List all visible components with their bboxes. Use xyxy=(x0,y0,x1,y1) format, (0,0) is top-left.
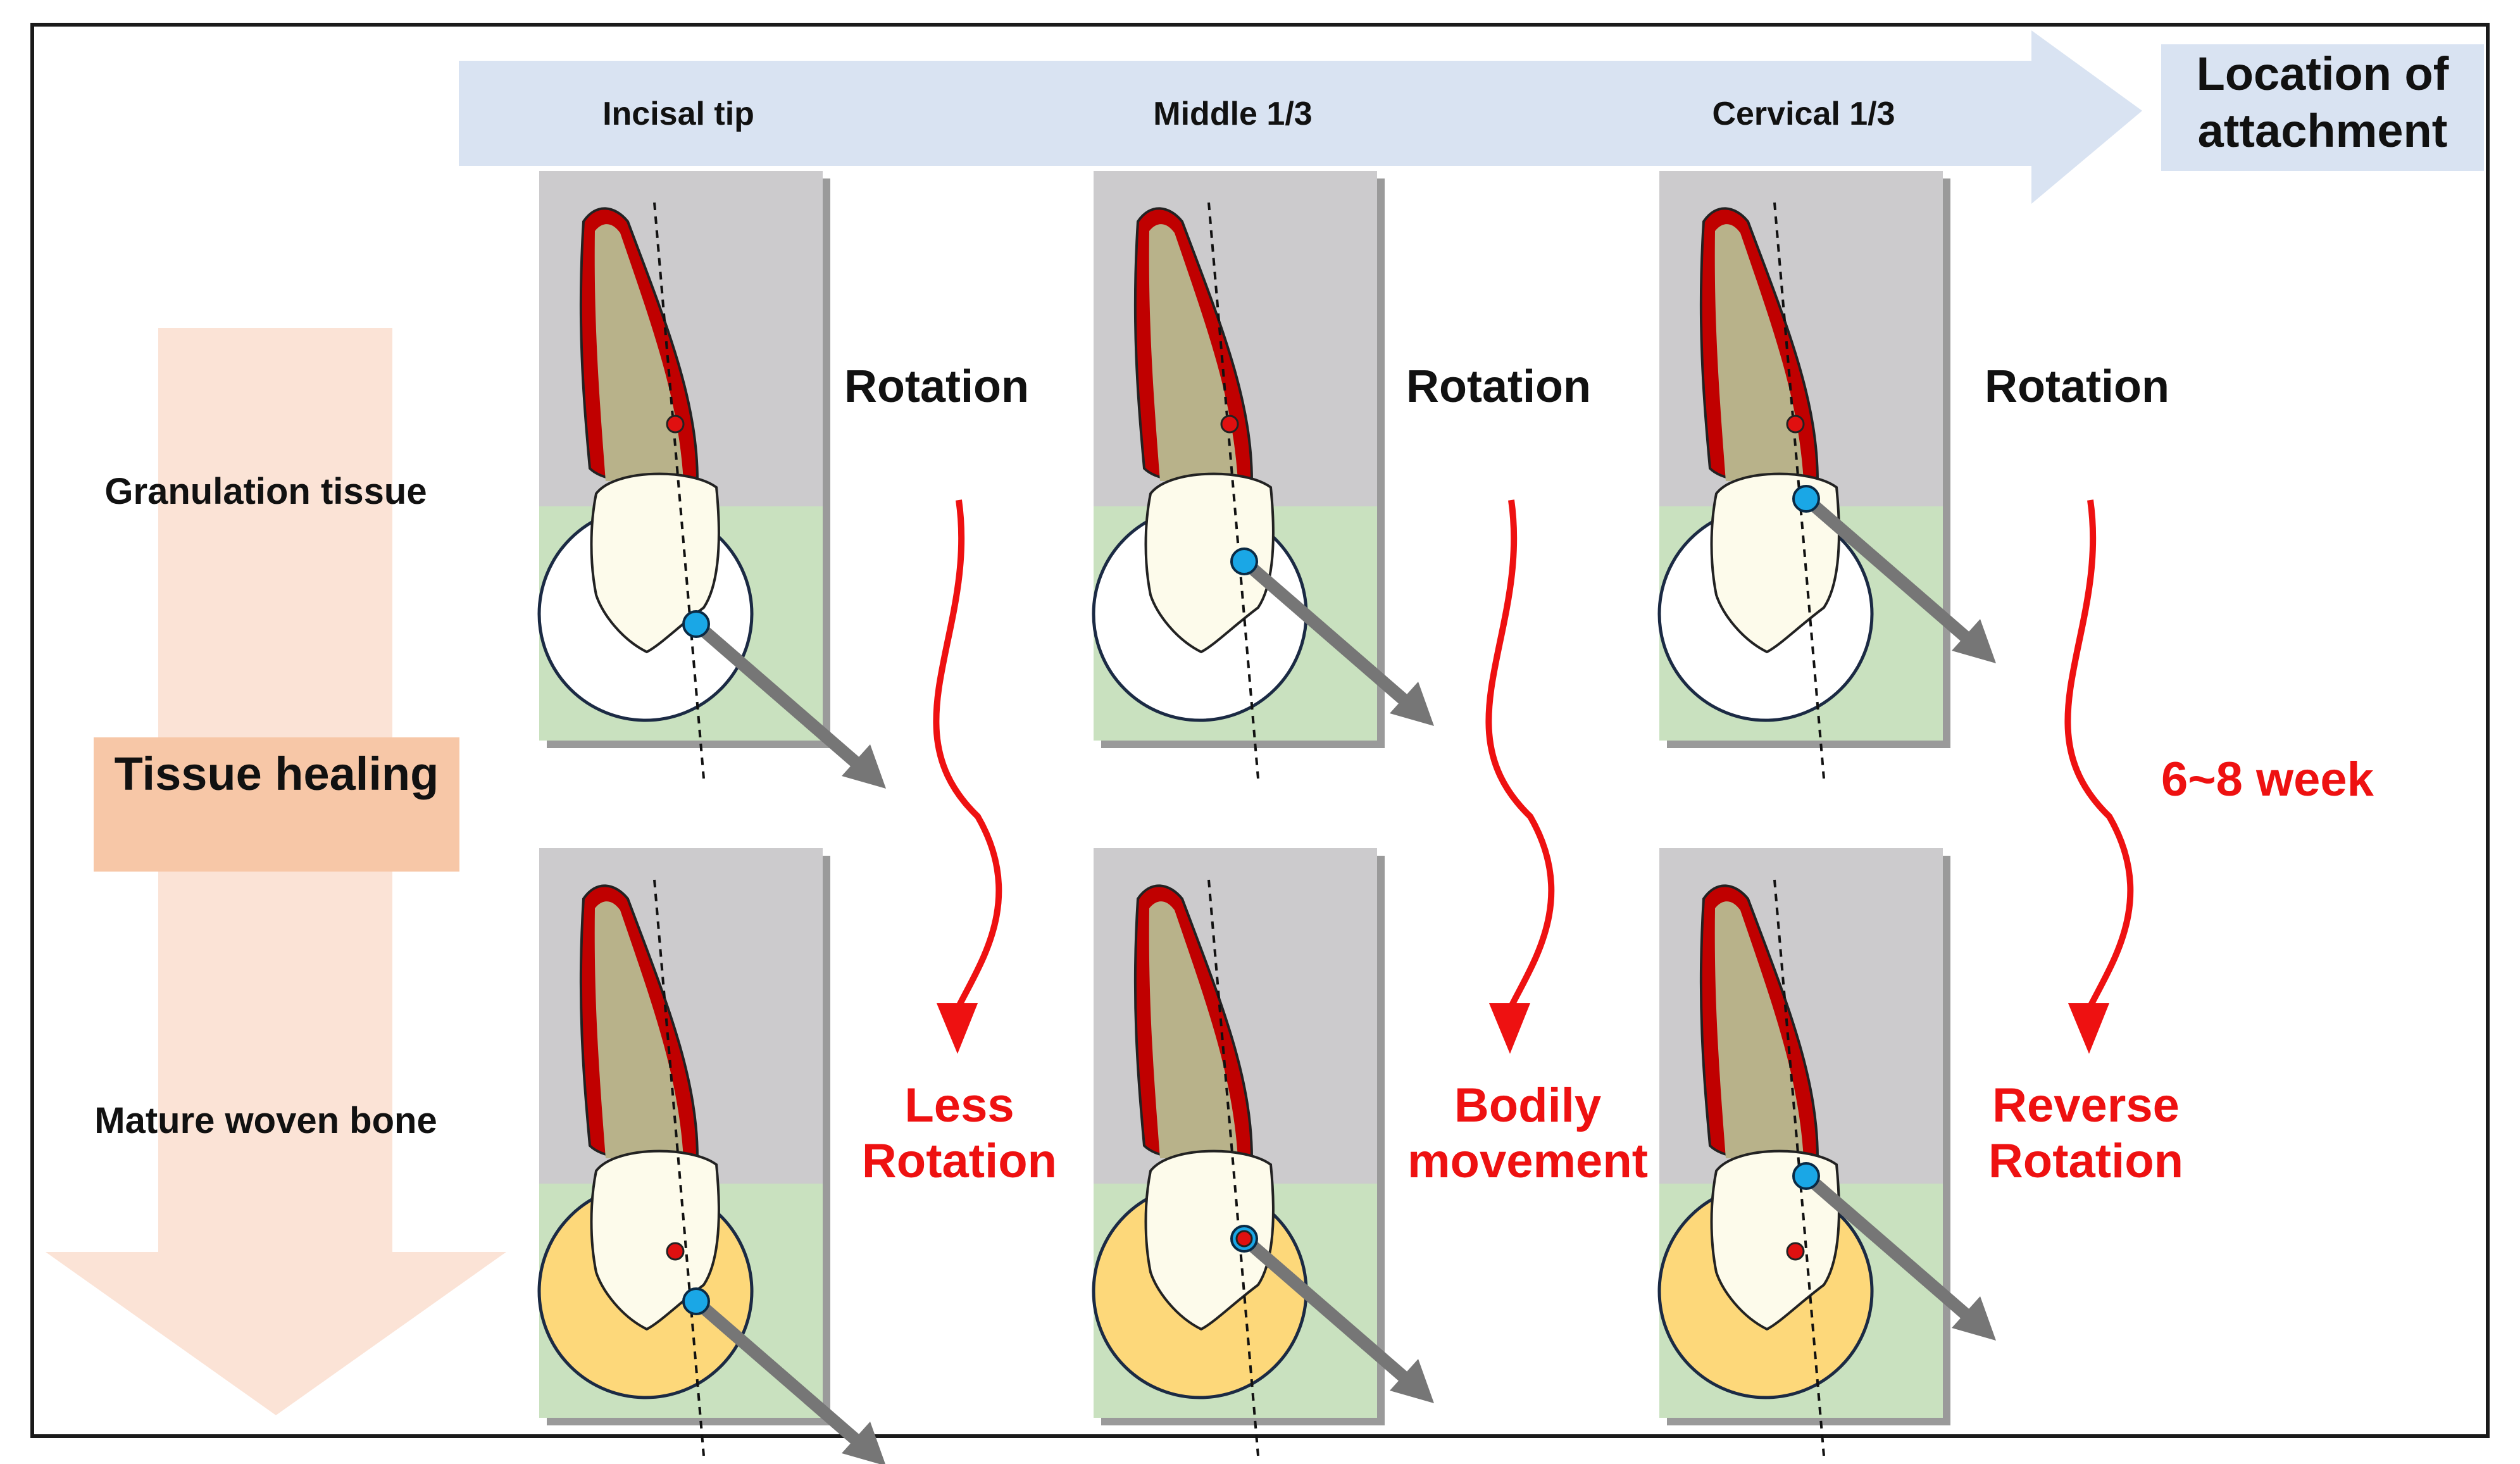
force-arrow-head xyxy=(842,744,886,789)
root-body xyxy=(1714,224,1804,481)
root-body xyxy=(1149,224,1238,481)
attachment-dot xyxy=(682,1287,710,1315)
location-label-box xyxy=(2161,44,2484,171)
result-line-1: Reverse xyxy=(1992,1079,2180,1132)
location-label: Location of attachment xyxy=(2196,47,2449,157)
row-label-woven-bone: Mature woven bone xyxy=(94,1100,437,1141)
center-of-resistance-dot xyxy=(666,415,685,434)
result-line-2: movement xyxy=(1407,1134,1649,1188)
healing-label-box xyxy=(94,737,459,872)
crown xyxy=(1144,1149,1275,1331)
center-of-resistance-dot xyxy=(1235,1230,1253,1248)
root-body xyxy=(594,224,683,481)
column-label-middle-third: Middle 1/3 xyxy=(1153,96,1313,132)
healing-label: Tissue healing xyxy=(114,748,439,800)
center-of-resistance-dot xyxy=(1220,415,1239,434)
progression-arrow-3 xyxy=(2064,499,2134,1054)
force-arrow-shaft xyxy=(692,619,871,777)
force-arrow-head xyxy=(1952,619,1996,663)
center-of-resistance-dot xyxy=(1786,415,1805,434)
rotation-label-2: Rotation xyxy=(1406,361,1591,412)
force-arrow-shaft xyxy=(1802,494,1981,652)
rotation-label-3: Rotation xyxy=(1985,361,2169,412)
result-bodily-movement: Bodily movement xyxy=(1407,1078,1648,1189)
duration-label: 6~8 week xyxy=(2161,753,2374,806)
center-of-resistance-dot xyxy=(1786,1242,1805,1261)
force-arrow-shaft xyxy=(1802,1171,1981,1329)
figure-frame xyxy=(30,23,2490,1438)
force-arrow-shaft xyxy=(1240,1234,1419,1392)
tooth-panel xyxy=(537,171,886,789)
rotation-label-1: Rotation xyxy=(844,361,1029,412)
tooth-panel xyxy=(537,848,885,1464)
column-label-incisal-tip: Incisal tip xyxy=(602,96,754,132)
result-line-1: Less xyxy=(904,1079,1014,1132)
force-arrow-head xyxy=(1390,1359,1434,1403)
tooth-panel xyxy=(1657,171,1996,779)
root-body xyxy=(1714,901,1804,1158)
result-line-2: Rotation xyxy=(861,1134,1057,1188)
tooth-panel xyxy=(1092,171,1434,779)
force-arrow-head xyxy=(842,1422,885,1464)
row-label-granulation: Granulation tissue xyxy=(104,471,427,512)
root-body xyxy=(594,901,683,1158)
attachment-dot xyxy=(682,610,710,638)
progression-arrow-2 xyxy=(1485,499,1555,1054)
force-arrow-head xyxy=(1952,1296,1996,1341)
attachment-dot xyxy=(1792,1162,1820,1190)
crown xyxy=(1710,1149,1840,1331)
attachment-dot xyxy=(1792,485,1820,513)
center-of-resistance-dot xyxy=(666,1242,685,1261)
root-body xyxy=(1149,901,1238,1158)
result-line-1: Bodily xyxy=(1454,1079,1602,1132)
force-arrow-shaft xyxy=(1240,556,1419,715)
column-label-cervical-third: Cervical 1/3 xyxy=(1712,96,1895,132)
crown xyxy=(1144,472,1275,654)
force-arrow-shaft xyxy=(692,1296,871,1455)
result-reverse-rotation: Reverse Rotation xyxy=(1988,1078,2183,1189)
result-line-2: Rotation xyxy=(1988,1134,2184,1188)
progression-arrow-1 xyxy=(933,499,1002,1054)
attachment-dot xyxy=(1230,547,1258,575)
force-arrow-head xyxy=(1390,682,1434,726)
crown xyxy=(1710,472,1840,654)
result-less-rotation: Less Rotation xyxy=(862,1078,1057,1189)
tooth-panel xyxy=(1657,848,1996,1456)
location-direction-arrow xyxy=(459,30,2142,204)
tooth-panel xyxy=(1092,848,1434,1456)
